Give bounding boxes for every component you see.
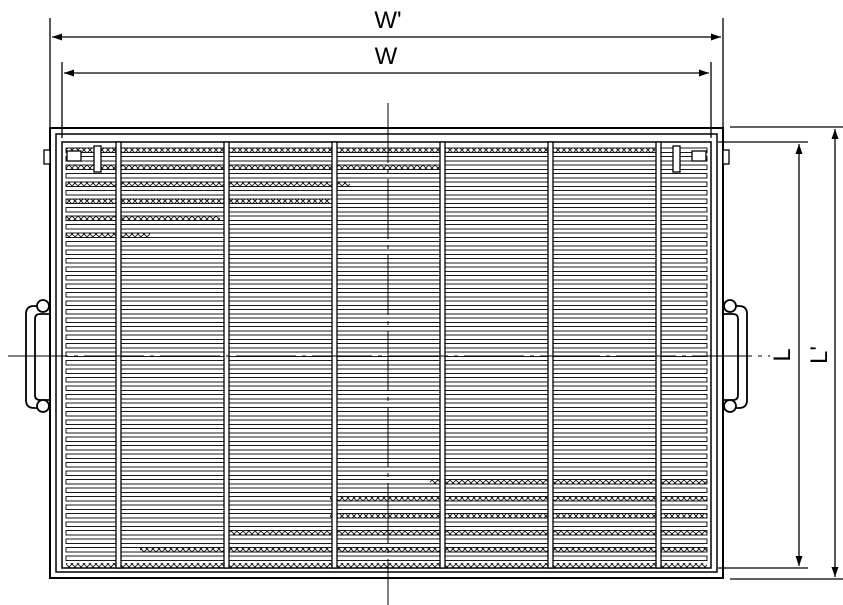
horizontal-bar [65, 411, 708, 417]
horizontal-bar [65, 190, 708, 196]
inner-length-label: L [769, 348, 796, 361]
outer-frame [49, 127, 724, 579]
horizontal-bar [65, 326, 708, 332]
right-handle-top-knob [723, 299, 737, 313]
latch-left-bolt [93, 145, 102, 173]
right-handle-bottom-knob [723, 399, 737, 413]
horizontal-bar [65, 292, 708, 298]
corner-latches [43, 145, 730, 173]
inner-width-label: W [375, 43, 398, 70]
inner-frame [61, 141, 712, 569]
outer-width-label: W' [374, 7, 401, 34]
latch-right-clip [691, 150, 707, 162]
mesh-strip [330, 497, 707, 502]
horizontal-bar [65, 385, 708, 391]
horizontal-bar [65, 453, 708, 459]
left-handle [25, 299, 50, 413]
mesh-strip [66, 182, 350, 187]
mesh-strip [66, 233, 150, 238]
horizontal-bar [65, 232, 708, 238]
horizontal-bar [65, 283, 708, 289]
outer-length-dimension [730, 126, 843, 580]
horizontal-bar [65, 504, 708, 510]
horizontal-bar [65, 487, 708, 493]
latch-right-bolt [672, 145, 681, 173]
horizontal-bar [65, 538, 708, 544]
mesh-strip [66, 165, 440, 170]
vertical-dividers [115, 141, 662, 569]
vertical-divider [655, 141, 662, 569]
horizontal-bar [65, 275, 708, 281]
latch-right-tab [722, 149, 730, 165]
horizontal-bar [65, 173, 708, 179]
outer-width-dimension [49, 18, 724, 130]
horizontal-bar [65, 266, 708, 272]
left-handle-bottom-knob [36, 399, 50, 413]
horizontal-bar [65, 207, 708, 213]
horizontal-bar [65, 462, 708, 468]
left-handle-top-knob [36, 299, 50, 313]
horizontal-bar [65, 156, 708, 162]
horizontal-bar [65, 241, 708, 247]
horizontal-bar [65, 258, 708, 264]
horizontal-bar [65, 470, 708, 476]
horizontal-bar [65, 300, 708, 306]
vertical-divider [547, 141, 554, 569]
mesh-strips [66, 148, 707, 568]
horizontal-bar [65, 521, 708, 527]
grate-frame [49, 127, 724, 579]
right-handle [723, 299, 748, 413]
middle-frame [55, 133, 718, 573]
mesh-strip [66, 199, 330, 204]
horizontal-bar [65, 436, 708, 442]
vertical-divider [331, 141, 338, 569]
vertical-divider [223, 141, 230, 569]
vertical-divider [115, 141, 122, 569]
horizontal-bar [65, 419, 708, 425]
horizontal-bar [65, 249, 708, 255]
horizontal-bar [65, 317, 708, 323]
horizontal-bar [65, 402, 708, 408]
horizontal-bar [65, 351, 708, 357]
horizontal-bar [65, 343, 708, 349]
horizontal-bar [65, 368, 708, 374]
mesh-strip [66, 148, 655, 153]
mesh-strip [66, 216, 220, 221]
right-handle-outer [723, 305, 748, 409]
mesh-strip [140, 548, 707, 553]
horizontal-bar [65, 377, 708, 383]
horizontal-bar [65, 555, 708, 561]
horizontal-bar [65, 224, 708, 230]
left-handle-outer [25, 305, 50, 409]
right-handle-inner [723, 313, 739, 401]
horizontal-bar [65, 360, 708, 366]
horizontal-bar [65, 394, 708, 400]
latch-left-clip [66, 150, 82, 162]
left-handle-inner [34, 313, 50, 401]
mesh-strip [66, 563, 707, 568]
horizontal-bar [65, 445, 708, 451]
inner-length-dimension [718, 141, 808, 569]
mesh-strip [330, 514, 707, 519]
inner-width-dimension [61, 62, 712, 138]
mesh-strip [230, 531, 707, 536]
horizontal-bar [65, 428, 708, 434]
horizontal-bar [65, 334, 708, 340]
latch-left-tab [43, 149, 51, 165]
outer-length-label: L' [806, 346, 833, 364]
center-lines [8, 103, 770, 605]
mesh-strip [430, 480, 707, 485]
vertical-divider [439, 141, 446, 569]
horizontal-bar [65, 309, 708, 315]
